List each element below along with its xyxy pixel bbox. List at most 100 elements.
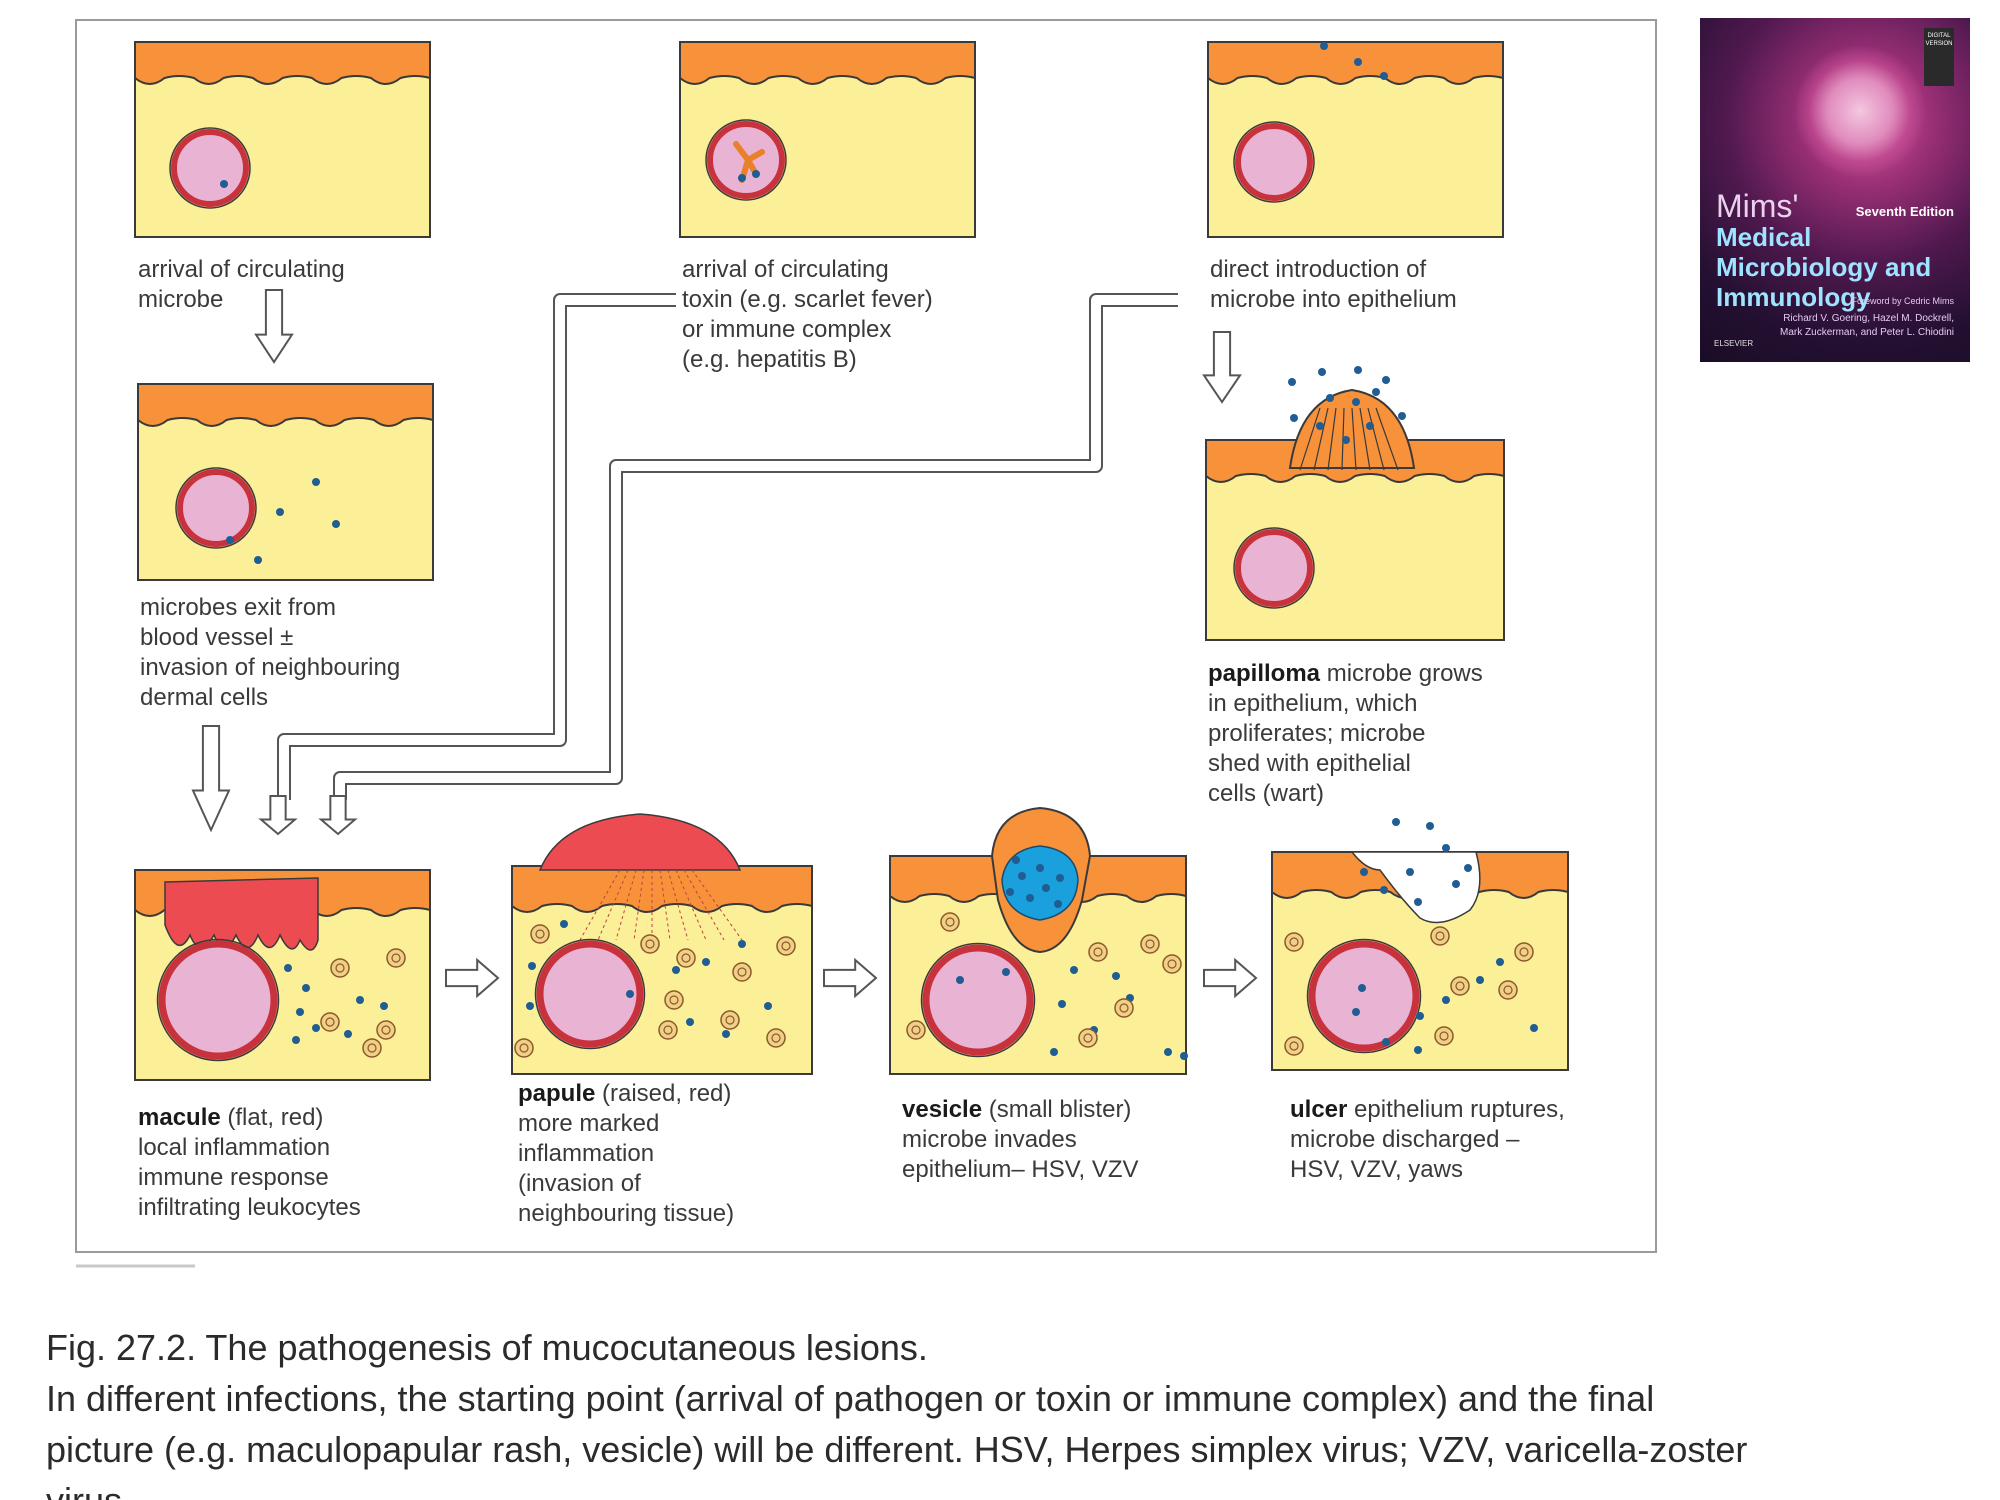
microbes-exit-label: microbes exit from blood vessel ± invasi… <box>140 594 407 711</box>
leukocyte-nucleus <box>1119 1003 1129 1013</box>
raised-inflammation <box>538 813 742 871</box>
microbe-dot <box>1112 972 1120 980</box>
virus-illustration <box>1795 46 1925 176</box>
blood-vessel-outline <box>534 938 646 1050</box>
leukocyte-nucleus <box>1435 931 1445 941</box>
leukocyte <box>766 1028 786 1048</box>
connector-toxin-inner <box>279 295 676 800</box>
caption-line: virus. <box>46 1475 1966 1500</box>
blood-vessel-outline <box>705 119 787 201</box>
microbe-dot <box>312 478 320 486</box>
microbe-dot <box>722 1030 730 1038</box>
microbe-dot <box>738 940 746 948</box>
leukocyte <box>720 1010 740 1030</box>
blood-vessel <box>1235 123 1313 201</box>
microbe-dot <box>1382 376 1390 384</box>
panel-direct-introduction <box>1207 41 1504 238</box>
blood-vessel-outline <box>1306 938 1422 1054</box>
panel-papule <box>511 813 813 1075</box>
caption-line: picture (e.g. maculopapular rash, vesicl… <box>46 1429 1748 1470</box>
connector-direct-inner <box>335 295 1178 800</box>
microbe-dot <box>1180 1052 1188 1060</box>
microbe-dot <box>1056 874 1064 882</box>
leukocyte <box>640 934 660 954</box>
leukocyte-nucleus <box>1503 985 1513 995</box>
book-cover-image: DIGITAL VERSION Mims' Seventh Edition Me… <box>1700 18 1970 362</box>
microbe-dot <box>1026 894 1034 902</box>
leukocyte <box>530 924 550 944</box>
microbe-dot <box>1380 886 1388 894</box>
infiltration-streak <box>667 869 689 941</box>
microbe-dot <box>220 180 228 188</box>
leukocyte-nucleus <box>681 953 691 963</box>
leukocyte <box>1078 1028 1098 1048</box>
microbe-dot <box>1442 844 1450 852</box>
microbe-dot <box>1320 42 1328 50</box>
blood-vessel <box>177 469 255 547</box>
microbe-dot <box>1042 884 1050 892</box>
macule-label: macule (flat, red) local inflammation im… <box>138 1104 361 1221</box>
leukocyte <box>386 948 406 968</box>
blood-vessel-outline <box>156 938 280 1062</box>
publisher-logo: ELSEVIER <box>1714 339 1754 348</box>
vesicle-label: vesicle (small blister) microbe invades … <box>902 1096 1139 1183</box>
leukocyte <box>1514 942 1534 962</box>
arrow-down-1 <box>254 289 294 364</box>
leukocyte <box>330 958 350 978</box>
leukocyte-nucleus <box>945 917 955 927</box>
leukocyte-nucleus <box>1145 939 1155 949</box>
microbe-dot <box>764 1002 772 1010</box>
microbe-dot <box>752 170 760 178</box>
wart-fibre <box>1375 407 1399 471</box>
papule-label: papule (raised, red) more marked inflamm… <box>518 1080 736 1227</box>
arrow-right-2 <box>823 957 878 999</box>
digital-version-badge: DIGITAL VERSION <box>1924 28 1954 86</box>
leukocyte <box>664 990 684 1010</box>
leukocyte <box>1140 934 1160 954</box>
microbe-dot <box>1318 368 1326 376</box>
blood-vessel-outline <box>920 942 1036 1058</box>
leukocyte <box>906 1020 926 1040</box>
blood-vessel <box>1308 940 1420 1052</box>
arrow-down-2 <box>191 725 231 833</box>
microbe-dot <box>1366 422 1374 430</box>
microbe-dot <box>1414 898 1422 906</box>
leukocyte <box>1114 998 1134 1018</box>
microbe-dot <box>302 984 310 992</box>
leukocyte-nucleus <box>669 995 679 1005</box>
book-edition: Seventh Edition <box>1855 204 1954 219</box>
microbe-dot <box>1352 1008 1360 1016</box>
leukocyte <box>776 936 796 956</box>
panel-1-epidermis <box>134 41 431 85</box>
arrow-right-1 <box>445 957 500 999</box>
microbe-dot <box>626 990 634 998</box>
microbe-arrival-label: arrival of circulating microbe <box>138 256 351 313</box>
infiltration-streak <box>691 869 743 941</box>
microbe-dot <box>1360 868 1368 876</box>
arrow-toxin-head <box>258 795 298 836</box>
blood-vessel-outline <box>175 467 257 549</box>
figure-caption: Fig. 27.2. The pathogenesis of mucocutan… <box>46 1322 1966 1500</box>
microbe-dot <box>686 1018 694 1026</box>
leukocyte <box>1088 942 1108 962</box>
infiltration-streak <box>615 869 637 941</box>
leukocyte-nucleus <box>1289 937 1299 947</box>
leukocyte <box>732 962 752 982</box>
book-authors: Richard V. Goering, Hazel M. Dockrell, M… <box>1780 313 1954 338</box>
leukocyte <box>320 1012 340 1032</box>
microbe-dot <box>1012 856 1020 864</box>
panel-papilloma <box>1205 366 1505 641</box>
leukocyte <box>376 1020 396 1040</box>
papilloma-label: papilloma microbe grows in epithelium, w… <box>1208 660 1487 807</box>
leukocyte-nucleus <box>645 939 655 949</box>
microbe-dot <box>1442 996 1450 1004</box>
microbe-dot <box>1342 436 1350 444</box>
microbe-dot <box>1354 366 1362 374</box>
leukocyte-nucleus <box>1289 1041 1299 1051</box>
microbe-dot <box>1058 1000 1066 1008</box>
leukocyte-nucleus <box>1083 1033 1093 1043</box>
blood-vessel <box>171 129 249 207</box>
microbe-dot <box>1380 72 1388 80</box>
ulcer-crater <box>1350 851 1481 924</box>
panel-toxin-arrival <box>679 41 976 238</box>
